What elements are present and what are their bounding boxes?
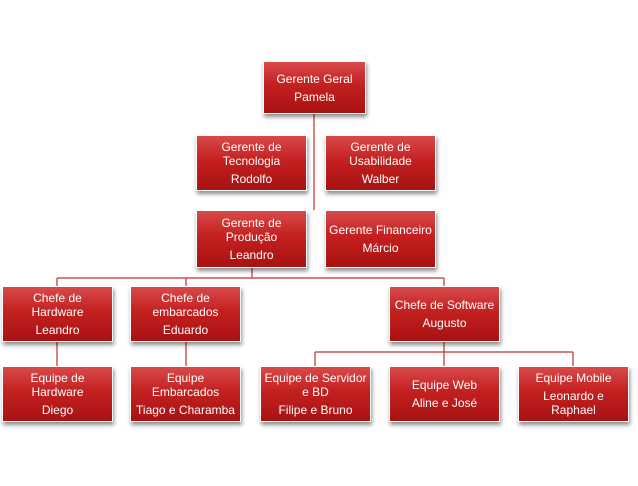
node-gerente-producao: Gerente de Produção Leandro bbox=[196, 210, 307, 268]
node-title: Equipe Mobile bbox=[535, 371, 612, 385]
node-person: Eduardo bbox=[162, 323, 209, 337]
node-title: Equipe de Hardware bbox=[30, 371, 85, 399]
node-title: Chefe de Software bbox=[394, 298, 495, 312]
node-title: Gerente Financeiro bbox=[329, 223, 432, 237]
node-gerente-tecnologia: Gerente de Tecnologia Rodolfo bbox=[196, 135, 307, 191]
node-title: Chefe de Hardware bbox=[31, 291, 84, 319]
node-gerente-geral: Gerente Geral Pamela bbox=[263, 61, 366, 114]
node-title: Gerente de Produção bbox=[221, 216, 282, 244]
node-equipe-embarcados: Equipe Embarcados Tiago e Charamba bbox=[130, 366, 241, 422]
node-person: Leandro bbox=[35, 323, 80, 337]
node-person: Diego bbox=[41, 403, 74, 417]
node-equipe-servidor: Equipe de Servidor e BD Filipe e Bruno bbox=[260, 366, 371, 422]
node-equipe-hardware: Equipe de Hardware Diego bbox=[2, 366, 113, 422]
node-equipe-mobile: Equipe Mobile Leonardo e Raphael bbox=[518, 366, 629, 422]
node-person: Leonardo e Raphael bbox=[543, 389, 604, 417]
node-chefe-embarcados: Chefe de embarcados Eduardo bbox=[130, 286, 241, 342]
node-equipe-web: Equipe Web Aline e José bbox=[389, 366, 500, 422]
node-person: Rodolfo bbox=[230, 172, 273, 186]
node-title: Gerente de Usabilidade bbox=[349, 140, 412, 168]
node-gerente-financeiro: Gerente Financeiro Márcio bbox=[325, 210, 436, 268]
node-title: Equipe de Servidor e BD bbox=[264, 371, 367, 399]
node-chefe-hardware: Chefe de Hardware Leandro bbox=[2, 286, 113, 342]
node-title: Gerente de Tecnologia bbox=[221, 140, 282, 168]
node-chefe-software: Chefe de Software Augusto bbox=[389, 286, 500, 342]
node-person: Walber bbox=[361, 172, 400, 186]
node-title: Equipe Web bbox=[411, 378, 478, 392]
node-person: Leandro bbox=[229, 248, 274, 262]
node-title: Equipe Embarcados bbox=[151, 371, 220, 399]
node-person: Tiago e Charamba bbox=[136, 403, 235, 417]
node-title: Chefe de embarcados bbox=[152, 291, 219, 319]
node-person: Augusto bbox=[422, 316, 467, 330]
node-title: Gerente Geral bbox=[276, 71, 353, 86]
node-gerente-usabilidade: Gerente de Usabilidade Walber bbox=[325, 135, 436, 191]
node-person: Márcio bbox=[362, 241, 399, 255]
node-person: Aline e José bbox=[411, 396, 478, 410]
node-person: Pamela bbox=[294, 89, 335, 104]
node-person: Filipe e Bruno bbox=[278, 403, 353, 417]
